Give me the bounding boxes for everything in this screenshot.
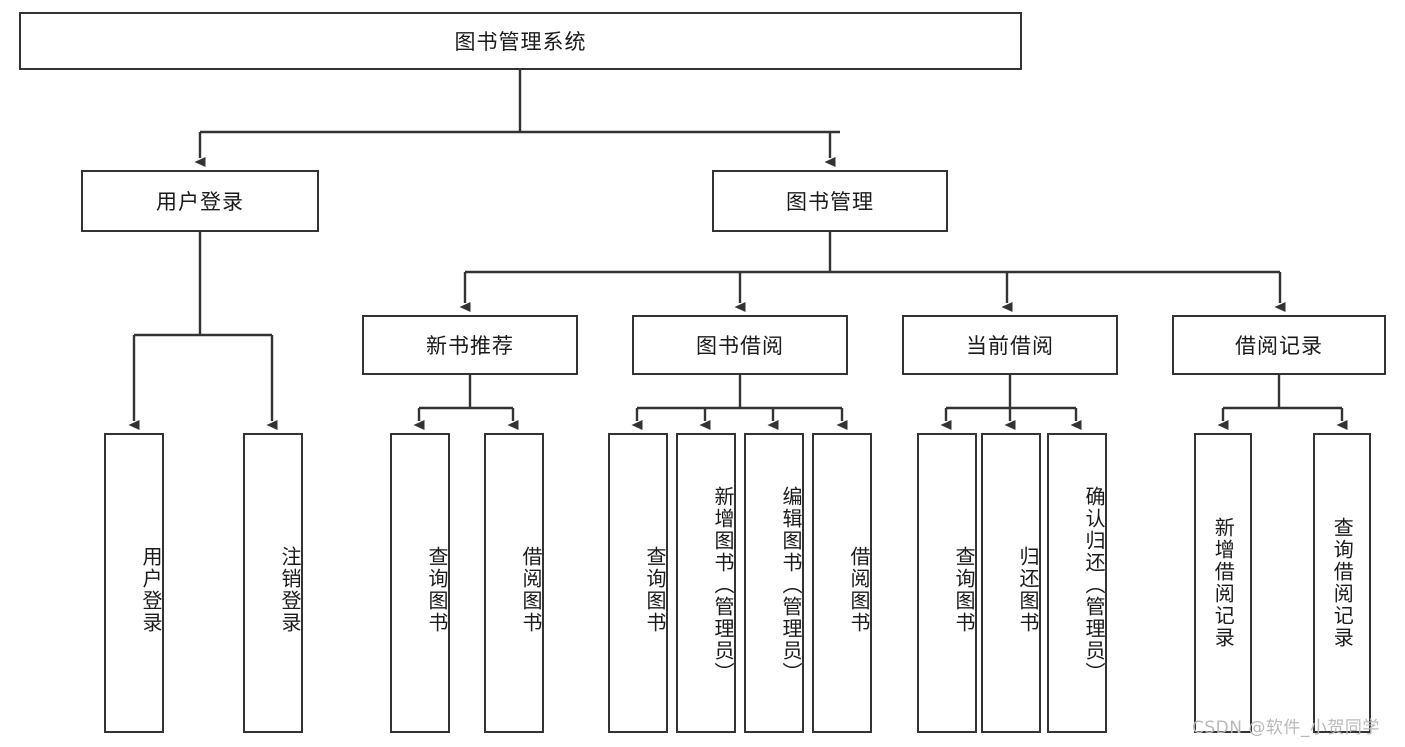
- node-borrow-record[interactable]: 借阅记录: [1172, 315, 1386, 375]
- node-leaf-return-book[interactable]: 归还图书: [981, 433, 1041, 733]
- node-leaf-borrow-book-2[interactable]: 借阅图书: [812, 433, 872, 733]
- node-leaf-query-book-2[interactable]: 查询图书: [608, 433, 668, 733]
- node-leaf-query-record[interactable]: 查询借阅记录: [1313, 433, 1371, 733]
- node-leaf-add-book[interactable]: 新增图书（管理员）: [676, 433, 736, 733]
- node-leaf-edit-book[interactable]: 编辑图书（管理员）: [744, 433, 804, 733]
- node-user-login[interactable]: 用户登录: [81, 170, 319, 232]
- node-leaf-query-book-1[interactable]: 查询图书: [390, 433, 450, 733]
- node-leaf-logout[interactable]: 注销登录: [243, 433, 303, 733]
- node-book-borrow[interactable]: 图书借阅: [632, 315, 848, 375]
- node-leaf-query-book-3[interactable]: 查询图书: [917, 433, 977, 733]
- node-new-book-recommend[interactable]: 新书推荐: [362, 315, 578, 375]
- node-book-manage[interactable]: 图书管理: [712, 170, 948, 232]
- node-root[interactable]: 图书管理系统: [19, 12, 1022, 70]
- node-leaf-user-login[interactable]: 用户登录: [104, 433, 164, 733]
- node-leaf-confirm-return[interactable]: 确认归还（管理员）: [1047, 433, 1107, 733]
- watermark: CSDN @软件_小贺同学: [1192, 718, 1380, 738]
- node-leaf-add-record[interactable]: 新增借阅记录: [1194, 433, 1252, 733]
- node-current-borrow[interactable]: 当前借阅: [902, 315, 1118, 375]
- node-leaf-borrow-book-1[interactable]: 借阅图书: [484, 433, 544, 733]
